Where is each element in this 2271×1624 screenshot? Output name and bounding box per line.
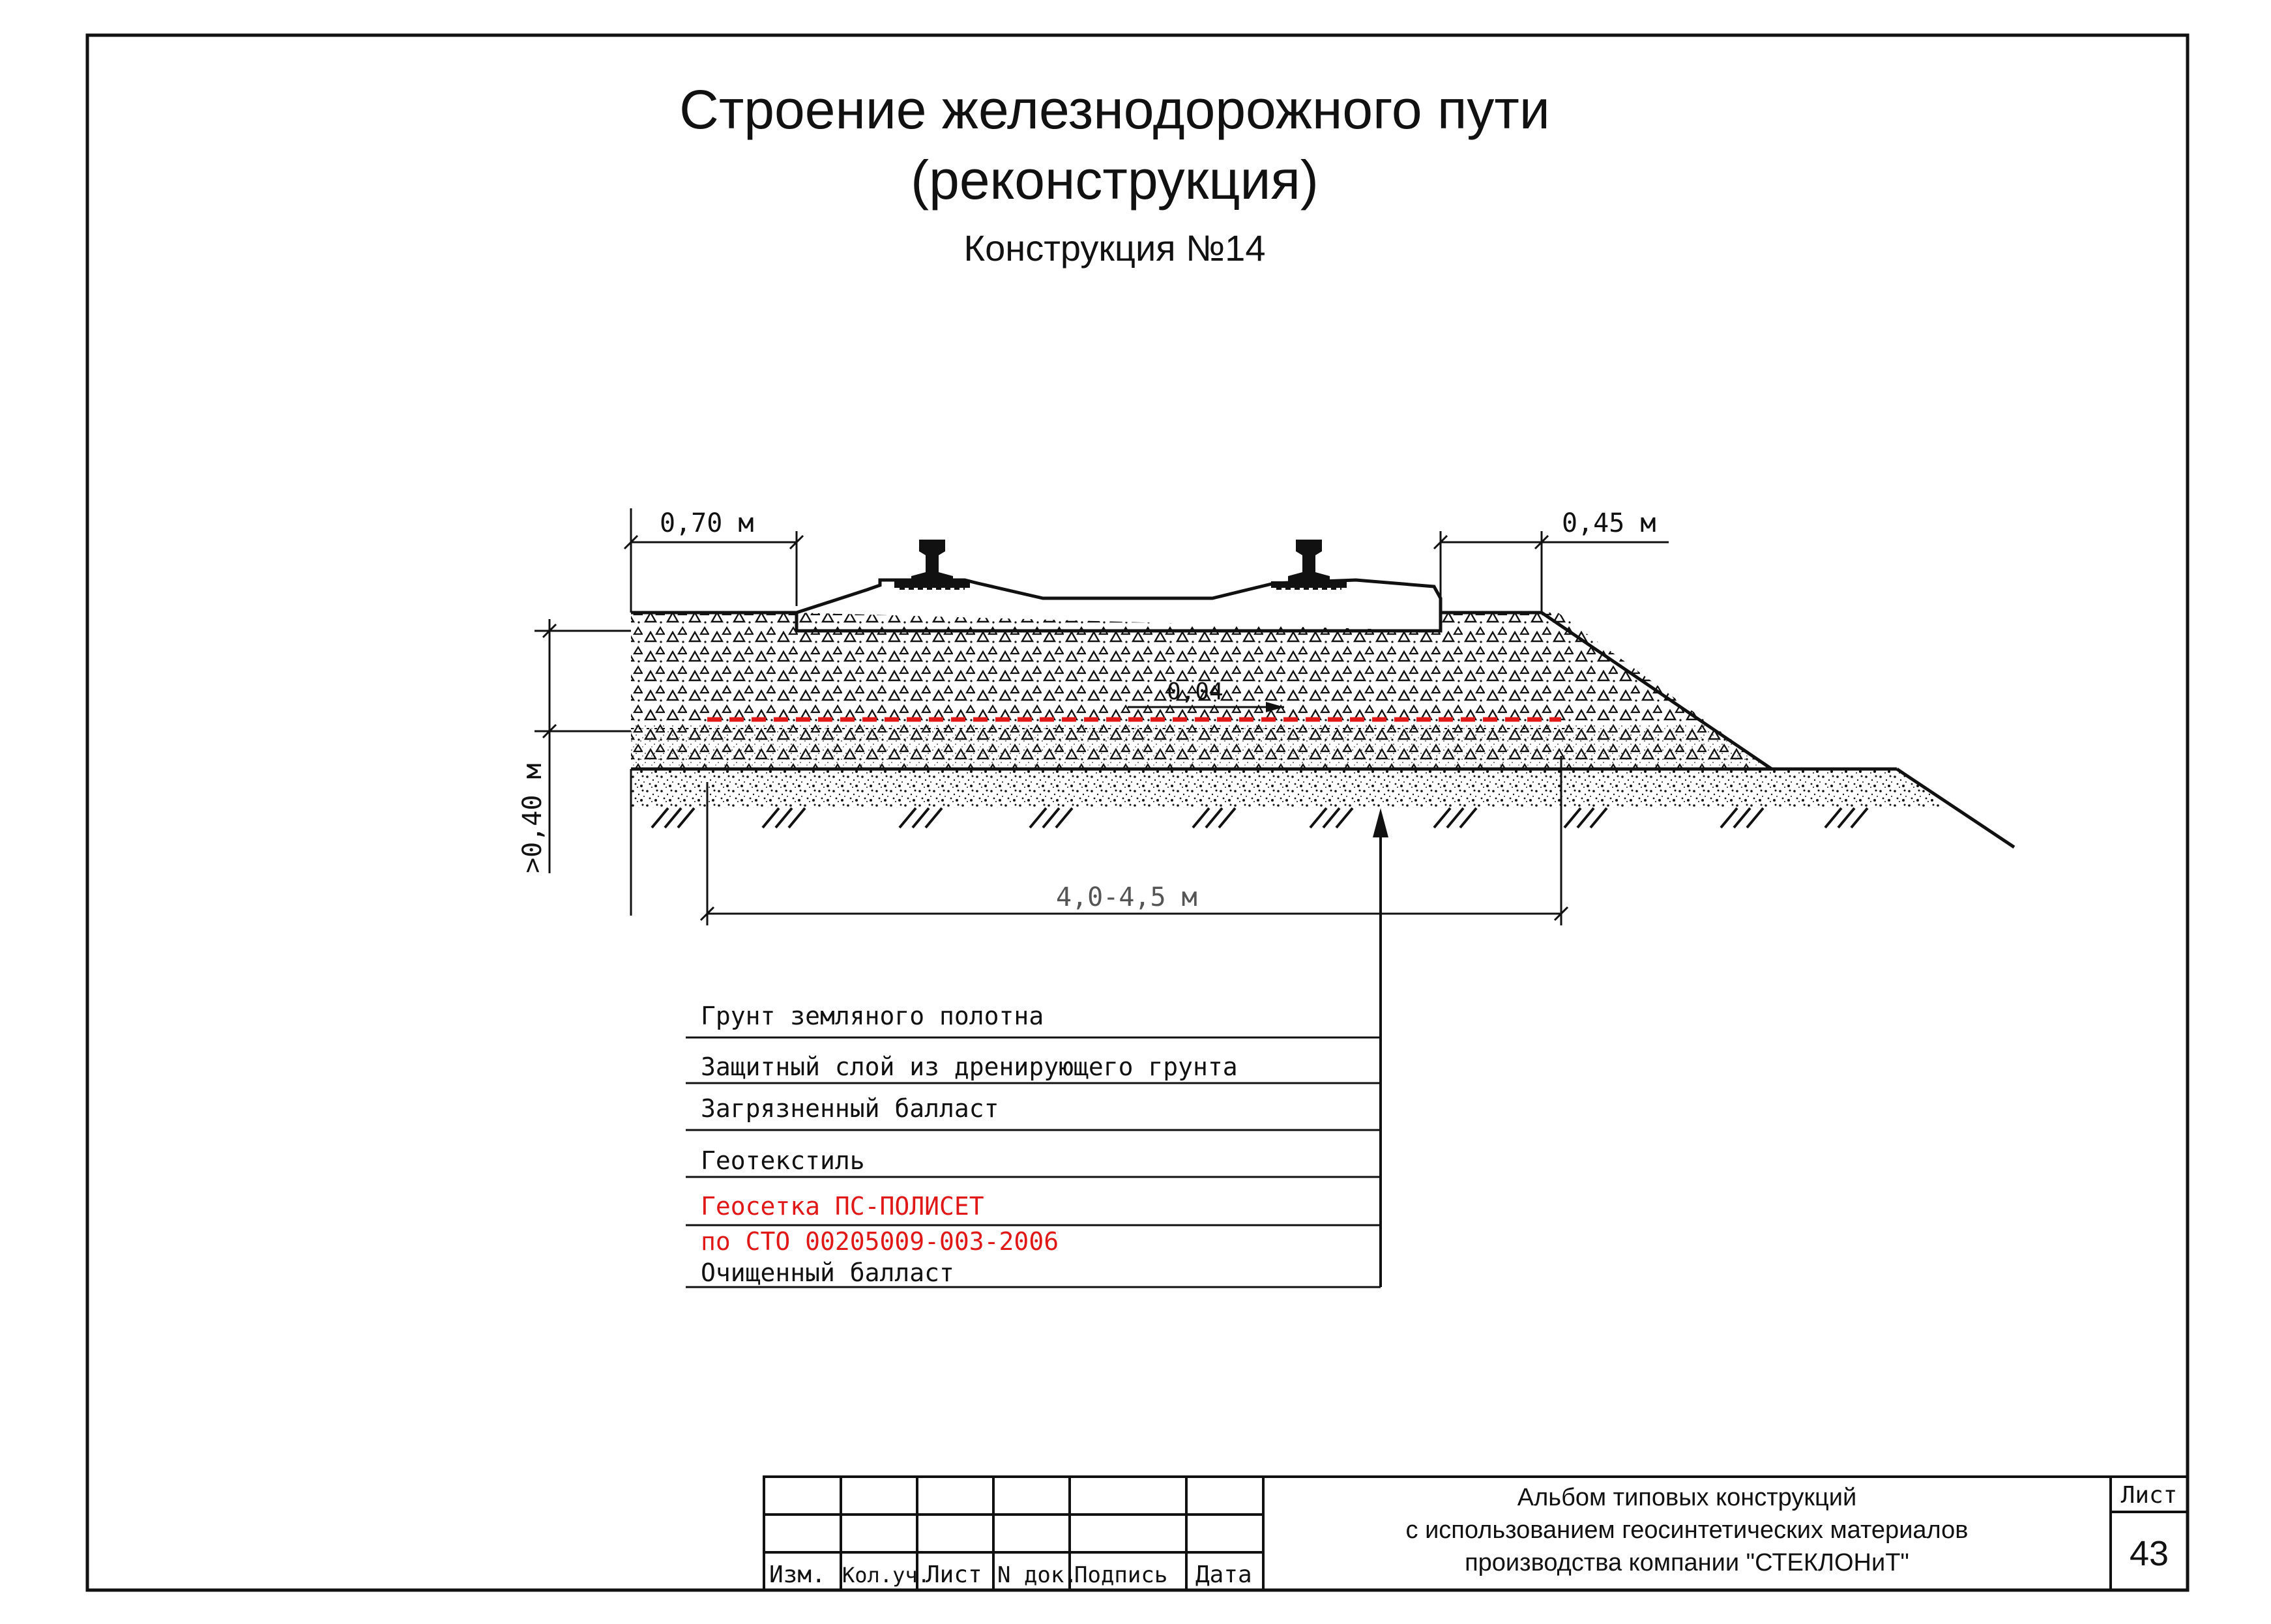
- legend-geogrid-standard: по СТО 00205009-003-2006: [701, 1227, 1059, 1256]
- dimension-depth: [535, 619, 632, 916]
- drawing-title-line2: (реконструкция): [911, 149, 1319, 210]
- dimension-width: [699, 756, 1569, 925]
- legend-protective-layer: Защитный слой из дренирующего грунта: [701, 1052, 1238, 1081]
- title-block: [763, 1475, 2189, 1591]
- title-block-col-data: Дата: [1195, 1561, 1252, 1588]
- sheet-number: 43: [2130, 1534, 2169, 1573]
- sleeper-profile: [796, 578, 1443, 631]
- album-title-line2: с использованием геосинтетических матери…: [1406, 1516, 1969, 1544]
- ground-hatching: [651, 807, 1869, 829]
- slope-indicator: 0,04: [1128, 678, 1284, 712]
- title-block-col-kol-uch: Кол.уч.: [842, 1563, 930, 1588]
- right-shoulder-label: 0,45 м: [1562, 508, 1656, 538]
- legend-clean-ballast: Очищенный балласт: [701, 1258, 954, 1287]
- dimension-right-shoulder: [1433, 531, 1669, 613]
- slope-label: 0,04: [1167, 678, 1223, 705]
- title-block-col-list: Лист: [926, 1561, 982, 1588]
- contaminated-ballast-zone: [631, 723, 1772, 769]
- depth-label: >0,40 м: [518, 763, 548, 873]
- album-title-line1: Альбом типовых конструкций: [1517, 1484, 1856, 1511]
- left-rail-icon: [894, 540, 970, 590]
- legend-subgrade: Грунт земляного полотна: [701, 1002, 1044, 1030]
- right-rail-icon: [1271, 540, 1347, 590]
- drawing-subtitle: Конструкция №14: [963, 227, 1266, 268]
- title-block-col-izm: Изм.: [769, 1561, 826, 1588]
- sheet-frame: [85, 33, 2190, 1592]
- legend-contaminated-ballast: Загрязненный балласт: [701, 1094, 999, 1123]
- embankment-slope: [1896, 767, 2015, 849]
- title-block-col-podpis: Подпись: [1074, 1562, 1167, 1588]
- sheet-label: Лист: [2121, 1482, 2178, 1509]
- drawing-title: Строение железнодорожного пути: [679, 79, 1550, 140]
- subgrade-layer: [631, 769, 1949, 808]
- legend-geogrid: Геосетка ПС-ПОЛИСЕТ: [701, 1192, 984, 1221]
- title-block-col-n-dok: N док.: [997, 1562, 1077, 1588]
- album-title-line3: производства компании "СТЕКЛОНиТ": [1465, 1549, 1909, 1576]
- legend-lines: [686, 1036, 1381, 1288]
- width-label: 4,0-4,5 м: [1056, 882, 1197, 912]
- legend-leader: [1373, 808, 1388, 1287]
- dimension-left-shoulder: [623, 508, 804, 613]
- left-shoulder-label: 0,70 м: [660, 508, 754, 538]
- legend-geotextile: Геотекстиль: [701, 1146, 865, 1175]
